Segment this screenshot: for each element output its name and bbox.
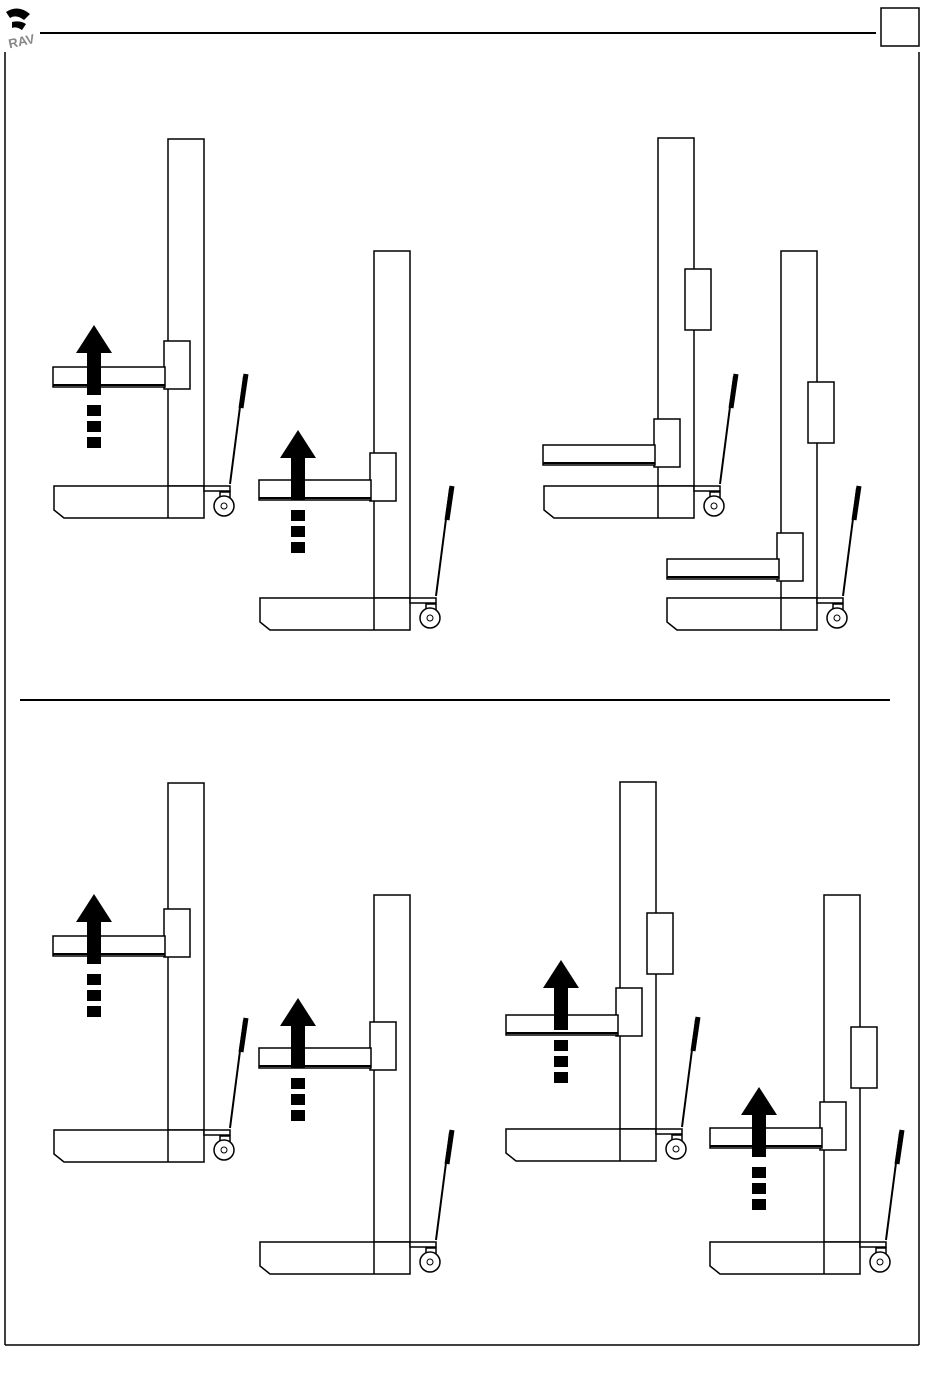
logo: RAV	[6, 8, 36, 51]
handle-grip	[897, 1130, 902, 1164]
handle-grip	[241, 1018, 246, 1052]
figures	[53, 138, 902, 1274]
lift-bottom-3	[506, 782, 698, 1161]
lift-top-3	[543, 138, 736, 518]
lift-base	[710, 1242, 860, 1274]
arrow-dash	[554, 1040, 568, 1051]
arrow-dash	[752, 1183, 766, 1194]
logo-mark-hook-icon	[12, 21, 26, 30]
wheel-bracket	[410, 1242, 436, 1247]
arrow-dash	[291, 1094, 305, 1105]
carriage	[370, 1022, 396, 1070]
arrow-dash	[87, 405, 101, 416]
wheel-bracket	[204, 486, 230, 491]
lift-bottom-2	[259, 895, 452, 1274]
lift-top-2	[259, 251, 452, 630]
wheel-bracket	[204, 1130, 230, 1135]
wheel-bracket	[817, 598, 843, 603]
wheel-hub-icon	[877, 1259, 883, 1265]
carriage	[370, 453, 396, 501]
arrow-dash	[87, 1006, 101, 1017]
lift-base	[54, 486, 204, 518]
wheel-hub-icon	[673, 1146, 679, 1152]
arrow-dash	[752, 1199, 766, 1210]
arrow-dash	[291, 1078, 305, 1089]
wheel-hub-icon	[427, 1259, 433, 1265]
wheel-bracket	[410, 598, 436, 603]
lift-base	[667, 598, 817, 630]
header: RAV	[6, 8, 919, 51]
arrow-dash	[554, 1056, 568, 1067]
wheel-bracket	[860, 1242, 886, 1247]
arrow-dash	[87, 974, 101, 985]
lift-base	[544, 486, 694, 518]
carriage	[777, 533, 803, 581]
page-number-box	[881, 8, 919, 46]
arrow-dash	[291, 1110, 305, 1121]
arrow-dash	[752, 1167, 766, 1178]
lift-base	[506, 1129, 656, 1161]
arrow-dash	[87, 421, 101, 432]
handle-grip	[854, 486, 859, 520]
wheel-hub-icon	[427, 615, 433, 621]
carriage	[808, 382, 834, 443]
arrow-dash	[291, 542, 305, 553]
arrow-dash	[291, 526, 305, 537]
wheel-bracket	[656, 1129, 682, 1134]
carriage	[820, 1102, 846, 1150]
lift-bottom-1	[53, 783, 246, 1162]
lift-base	[260, 1242, 410, 1274]
wheel-bracket	[694, 486, 720, 491]
lift-column	[168, 139, 204, 486]
wheel-hub-icon	[834, 615, 840, 621]
arrow-dash	[554, 1072, 568, 1083]
carriage	[616, 988, 642, 1036]
handle-grip	[731, 374, 736, 408]
carriage	[851, 1027, 877, 1088]
arrow-dash	[291, 510, 305, 521]
carriage	[647, 913, 673, 974]
handle-grip	[693, 1017, 698, 1051]
lift-column	[374, 251, 410, 598]
carriage	[685, 269, 711, 330]
handle-grip	[241, 374, 246, 408]
wheel-hub-icon	[221, 1147, 227, 1153]
logo-mark-icon	[6, 8, 30, 20]
carriage	[164, 341, 190, 389]
lift-top-1	[53, 139, 246, 518]
handle-grip	[447, 1130, 452, 1164]
handle-grip	[447, 486, 452, 520]
lift-base	[54, 1130, 204, 1162]
arrow-dash	[87, 437, 101, 448]
logo-text: RAV	[7, 31, 36, 51]
lift-base	[260, 598, 410, 630]
arrow-dash	[87, 990, 101, 1001]
wheel-hub-icon	[711, 503, 717, 509]
wheel-hub-icon	[221, 503, 227, 509]
carriage	[654, 419, 680, 467]
lift-bottom-4	[710, 895, 902, 1274]
carriage	[164, 909, 190, 957]
